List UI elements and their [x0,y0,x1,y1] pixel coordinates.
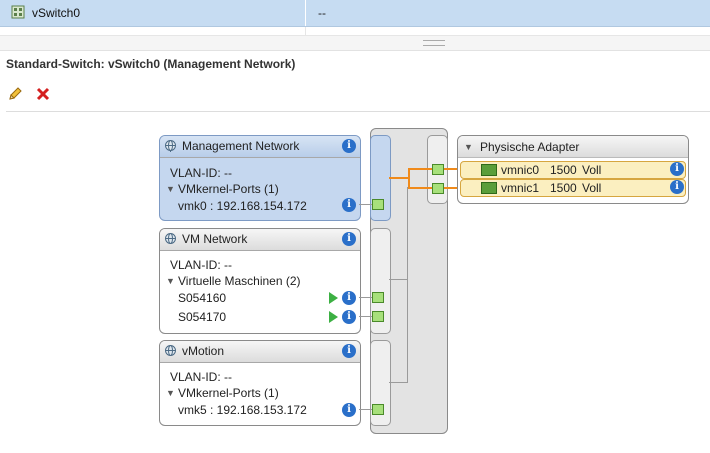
pane-splitter[interactable] [0,36,710,51]
nic-row-vmnic1[interactable]: vmnic1 1500 Voll i [460,179,686,197]
info-icon[interactable]: i [342,310,356,324]
portgroup-header: vMotion i [160,341,360,363]
toolbar-divider [6,111,710,112]
info-icon[interactable]: i [342,344,356,358]
portgroup-name: VM Network [182,232,248,246]
red-x-icon[interactable] [35,86,51,102]
vlan-id: VLAN-ID: -- [170,258,233,272]
vswitch-icon [11,5,25,19]
info-icon[interactable]: i [342,291,356,305]
info-icon[interactable]: i [670,180,684,194]
physical-adapters-panel: ▼ Physische Adapter vmnic0 1500 Voll i v… [457,135,689,204]
line-vmnet [389,279,408,280]
collapse-triangle-icon[interactable]: ▼ [166,388,175,398]
nic-duplex: Voll [582,163,602,177]
vmkernel-port-item[interactable]: vmk0 : 192.168.154.172 [178,199,307,213]
port-line [359,297,372,298]
section-label: Virtuelle Maschinen (2) [178,274,301,288]
nic-speed: 1500 [550,163,577,177]
collapse-triangle-icon[interactable]: ▼ [166,276,175,286]
info-icon[interactable]: i [670,162,684,176]
portgroup-vmotion[interactable]: vMotion i VLAN-ID: -- ▼ VMkernel-Ports (… [159,340,361,426]
nic-row-vmnic0[interactable]: vmnic0 1500 Voll i [460,161,686,179]
line-mgmt-orange [389,177,409,179]
line-orange-vmnic0 [444,168,460,170]
detail-title: Standard-Switch: vSwitch0 (Management Ne… [6,57,296,71]
vlan-id: VLAN-ID: -- [170,370,233,384]
portgroup-name: Management Network [182,139,300,153]
nic-icon [481,182,497,194]
line-orange-vmnic1 [444,187,460,189]
vm-item[interactable]: S054160 [178,291,227,305]
section-label: VMkernel-Ports (1) [178,182,279,196]
pencil-icon[interactable] [7,86,23,102]
nic-speed: 1500 [550,181,577,195]
portgroup-name: vMotion [182,344,225,358]
portgroup-vm-network[interactable]: VM Network i VLAN-ID: -- ▼ Virtuelle Mas… [159,228,361,334]
info-icon[interactable]: i [342,403,356,417]
portgroup-header: VM Network i [160,229,360,251]
vmk0-port[interactable] [372,199,384,210]
globe-icon [165,233,176,244]
switch-name: vSwitch0 [32,6,81,20]
vm-item[interactable]: S054170 [178,310,227,324]
switch-list-row-partial [0,27,710,36]
uplink-port-1[interactable] [432,183,444,194]
line-vertical [407,187,408,383]
portgroup-management-network[interactable]: Management Network i VLAN-ID: -- ▼ VMker… [159,135,361,221]
nic-name: vmnic0 [501,163,540,177]
physical-adapters-title: Physische Adapter [480,140,580,154]
splitter-grip-icon[interactable] [423,40,445,46]
globe-icon [165,345,176,356]
line-vmotion [389,382,408,383]
switch-segment-vm-network[interactable] [370,228,391,334]
nic-duplex: Voll [582,181,602,195]
info-icon[interactable]: i [342,232,356,246]
port-line [359,409,372,410]
vlan-id: VLAN-ID: -- [170,166,233,180]
line-orange-vert [408,168,410,189]
info-icon[interactable]: i [342,198,356,212]
section-label: VMkernel-Ports (1) [178,386,279,400]
uplink-port-0[interactable] [432,164,444,175]
vm-powered-on-icon [329,311,338,323]
line-orange-top [408,168,433,170]
nic-icon [481,164,497,176]
portgroup-header: Management Network i [160,136,360,158]
globe-icon [165,140,176,152]
switch-value: -- [318,6,326,20]
info-icon[interactable]: i [342,139,356,153]
physical-adapters-header[interactable]: ▼ Physische Adapter [458,136,688,158]
vm-port[interactable] [372,292,384,303]
vmk5-port[interactable] [372,404,384,415]
collapse-triangle-icon[interactable]: ▼ [464,142,473,152]
vmkernel-port-item[interactable]: vmk5 : 192.168.153.172 [178,403,307,417]
switch-list-cell-partial [0,27,306,35]
switch-list-row[interactable]: vSwitch0 -- [0,0,710,27]
collapse-triangle-icon[interactable]: ▼ [166,184,175,194]
port-line [359,204,372,205]
vm-port[interactable] [372,311,384,322]
switch-list-cell-name [0,0,306,26]
nic-name: vmnic1 [501,181,540,195]
vm-powered-on-icon [329,292,338,304]
port-line [359,316,372,317]
line-orange-bottom [408,187,433,189]
